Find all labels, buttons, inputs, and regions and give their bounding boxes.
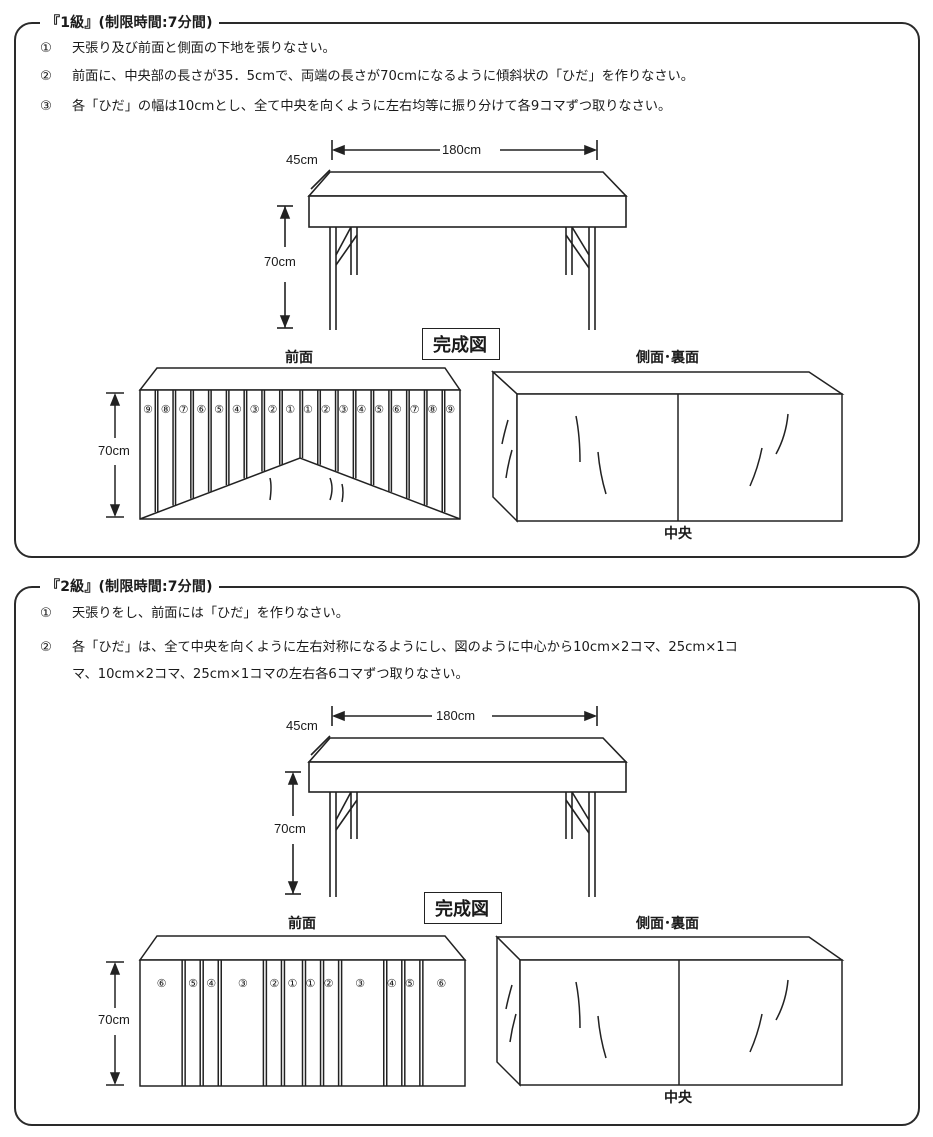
grade1-pleat-number: ⑥ [196, 403, 207, 416]
grade1-pleat-number: ⑨ [445, 403, 456, 416]
grade1-pleat-number: ⑤ [214, 403, 224, 416]
grade2-depth-label: 45cm [286, 718, 318, 733]
grade2-pleat-number: ④ [206, 977, 217, 990]
grade2-pleat-number: ③ [355, 977, 366, 990]
grade2-pleat-number: ② [269, 977, 280, 990]
grade1-side-label: 側面･裏面 [636, 350, 699, 366]
grade2-pleat-number: ⑤ [188, 977, 199, 990]
grade2-front-label: 前面 [288, 916, 316, 932]
grade1-width-label: 180cm [442, 142, 482, 157]
grade2-title: 『2級』(制限時間:7分間) [40, 576, 219, 596]
grade1-completed-label: 完成図 [422, 328, 500, 360]
grade2-center-label: 中央 [664, 1090, 692, 1106]
grade2-pleat-number: ① [287, 977, 298, 990]
grade1-pleat-number: ① [303, 403, 313, 416]
grade1-center-label: 中央 [664, 526, 692, 542]
grade1-table-diagram [277, 140, 628, 330]
grade1-front-height-label: 70cm [98, 443, 130, 458]
grade1-pleat-number: ④ [231, 403, 242, 416]
grade2-pleat-number: ④ [386, 977, 397, 990]
grade1-pleat-number: ⑤ [374, 403, 384, 416]
grade2-completed-label: 完成図 [424, 892, 502, 924]
grade1-pleat-number: ⑥ [391, 403, 402, 416]
grade2-pleat-number: ① [305, 977, 316, 990]
grade2-pleat-number: ⑥ [156, 977, 167, 990]
grade2-pleat-number: ③ [237, 977, 248, 990]
grade2-pleat-number: ⑤ [404, 977, 415, 990]
grade1-section [14, 22, 920, 558]
grade1-pleat-number: ③ [249, 403, 260, 416]
grade2-front-height-label: 70cm [98, 1012, 130, 1027]
grade1-pleat-number: ③ [338, 403, 349, 416]
grade2-height-label: 70cm [274, 821, 306, 836]
grade1-title: 『1級』(制限時間:7分間) [40, 12, 219, 32]
grade1-height-label: 70cm [264, 254, 296, 269]
grade2-side-label: 側面･裏面 [636, 916, 699, 932]
grade1-pleat-number: ① [285, 403, 296, 416]
grade1-pleat-number: ② [320, 403, 331, 416]
grade1-side-view [491, 370, 845, 523]
grade1-front-view [106, 367, 462, 520]
grade1-front-label: 前面 [285, 350, 313, 366]
grade2-section [14, 586, 920, 1126]
grade1-pleat-number: ④ [356, 403, 367, 416]
grade1-pleat-number: ② [267, 403, 278, 416]
grade1-depth-label: 45cm [286, 152, 318, 167]
grade1-pleat-number: ⑧ [427, 403, 438, 416]
grade1-pleat-number: ⑧ [160, 403, 171, 416]
grade1-pleat-number: ⑨ [143, 403, 153, 416]
grade2-table-diagram [285, 706, 628, 897]
grade2-pleat-number: ② [323, 977, 334, 990]
grade2-pleat-number: ⑥ [436, 977, 447, 990]
grade1-pleat-number: ⑦ [409, 403, 420, 416]
grade2-width-label: 180cm [436, 708, 476, 723]
grade1-pleat-number: ⑦ [178, 403, 189, 416]
